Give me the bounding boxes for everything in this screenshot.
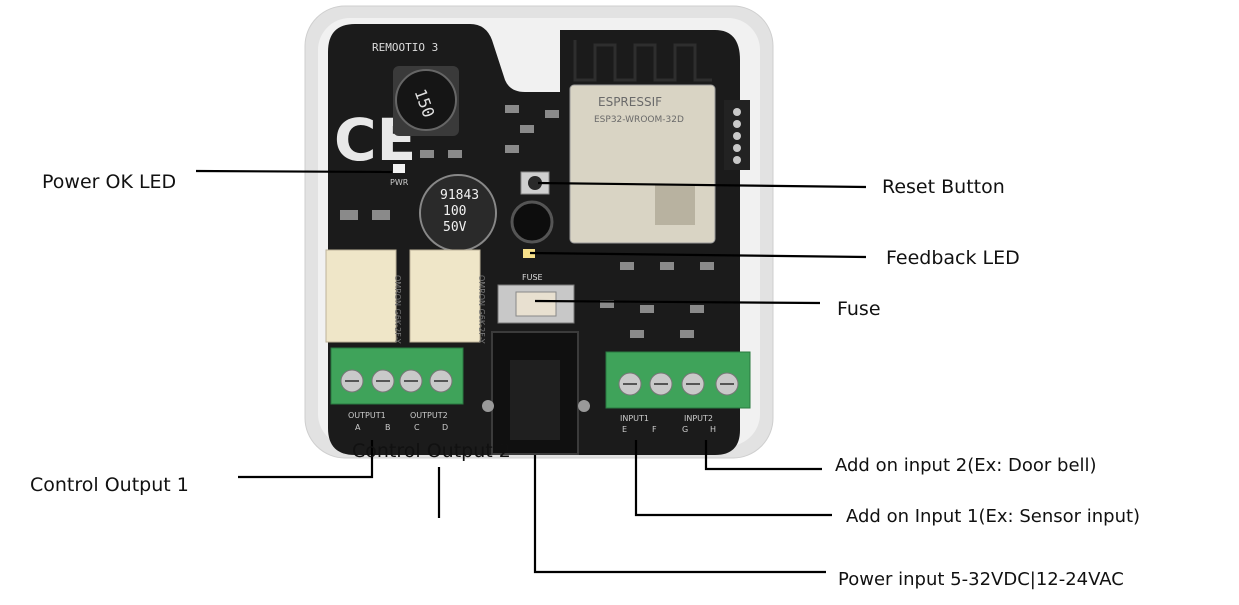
- fuse-silkscreen: FUSE: [522, 273, 543, 282]
- leader-power-input: [533, 455, 826, 574]
- capacitor-marking-line3: 50V: [443, 220, 467, 235]
- module-model: ESP32-WROOM-32D: [594, 115, 684, 125]
- relay-1: OMRON G6K-2F-Y: [325, 249, 402, 344]
- power-ok-led: [393, 164, 405, 173]
- relay-1-text: OMRON G6K-2F-Y: [393, 275, 402, 344]
- electrolytic-capacitor: 91843 100 50V: [419, 174, 497, 252]
- label-add-on-input-2: Add on input 2(Ex: Door bell): [835, 455, 1097, 476]
- fuse: [497, 284, 575, 324]
- label-power-ok-led: Power OK LED: [42, 171, 177, 193]
- terminal-letter-d: D: [442, 423, 448, 432]
- leader-reset-button: [537, 181, 867, 189]
- mounting-hole: [510, 200, 554, 244]
- label-control-output-1: Control Output 1: [30, 474, 189, 496]
- input1-silkscreen: INPUT1: [620, 414, 649, 423]
- terminal-letter-e: E: [622, 425, 627, 434]
- header-pins: [724, 100, 750, 170]
- input-terminal-block: [605, 351, 751, 409]
- leader-power-ok-led: [195, 169, 393, 174]
- leader-feedback-led: [529, 251, 867, 259]
- pwr-silkscreen: PWR: [390, 178, 409, 187]
- wifi-antenna: [573, 40, 712, 82]
- leader-control-output-1: [238, 440, 374, 479]
- terminal-letter-a: A: [355, 423, 361, 432]
- relay-2-text: OMRON G6K-2F-Y: [477, 275, 486, 344]
- wifi-module: ESPRESSIF ESP32-WROOM-32D: [569, 84, 716, 244]
- feedback-led: [523, 249, 535, 258]
- terminal-letter-b: B: [385, 423, 391, 432]
- model-silkscreen: REMOOTIO 3: [372, 41, 438, 54]
- smd-components: [340, 105, 714, 338]
- output-terminal-block: [330, 347, 464, 405]
- label-control-output-2: Control Output 2: [352, 440, 511, 462]
- module-brand: ESPRESSIF: [598, 95, 662, 109]
- label-feedback-led: Feedback LED: [886, 247, 1020, 269]
- inductor: 150: [393, 66, 459, 136]
- output1-silkscreen: OUTPUT1: [348, 411, 386, 420]
- terminal-letter-g: G: [682, 425, 688, 434]
- leader-lines: [195, 169, 867, 574]
- capacitor-marking-line1: 91843: [440, 188, 479, 203]
- terminal-letter-h: H: [710, 425, 716, 434]
- label-add-on-input-1: Add on Input 1(Ex: Sensor input): [846, 506, 1141, 527]
- terminal-letter-c: C: [414, 423, 420, 432]
- capacitor-marking-line2: 100: [443, 204, 466, 219]
- relay-2: OMRON G6K-2F-Y: [409, 249, 486, 344]
- leader-add-on-input-2: [704, 440, 822, 471]
- label-fuse: Fuse: [837, 298, 881, 320]
- label-power-input: Power input 5-32VDC|12-24VAC: [838, 569, 1124, 590]
- terminal-letter-f: F: [652, 425, 657, 434]
- output2-silkscreen: OUTPUT2: [410, 411, 448, 420]
- input2-silkscreen: INPUT2: [684, 414, 713, 423]
- leader-fuse: [534, 299, 821, 305]
- label-reset-button: Reset Button: [882, 176, 1005, 198]
- leader-add-on-input-1: [634, 440, 832, 517]
